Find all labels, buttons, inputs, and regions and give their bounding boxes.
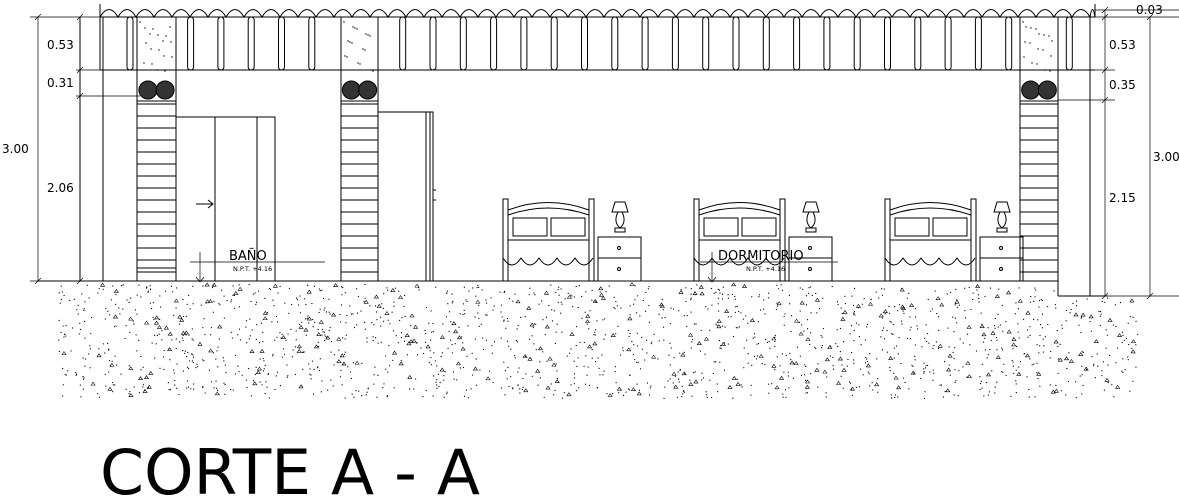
rafter xyxy=(793,16,801,71)
rafter xyxy=(308,16,316,71)
rafter xyxy=(278,16,285,71)
rafter xyxy=(1005,16,1013,71)
lamp-icon xyxy=(993,201,1011,213)
bed-with-nightstand xyxy=(884,198,1024,282)
log-icon xyxy=(155,80,175,100)
rafter xyxy=(247,16,255,71)
rafter xyxy=(1065,16,1073,71)
rafter xyxy=(126,16,134,71)
rafter xyxy=(702,16,710,71)
rafter xyxy=(884,16,891,71)
lamp-icon xyxy=(611,201,629,213)
dormitory-door xyxy=(377,111,436,282)
left-outer-wall xyxy=(79,17,138,281)
log-icon xyxy=(1021,80,1041,100)
rafter xyxy=(459,16,467,71)
right-outer-wall xyxy=(1057,17,1108,297)
rafter xyxy=(671,16,679,71)
brick-piers xyxy=(136,17,1059,281)
dim-right-top: 0.53 xyxy=(1109,38,1136,52)
npt-dormitorio: N.P.T. +4.16 xyxy=(746,265,785,273)
rafter xyxy=(490,16,498,71)
rafter xyxy=(914,16,922,71)
bano-label-group: BAÑO N.P.T. +4.16 xyxy=(190,248,325,283)
ceiling-beam xyxy=(99,16,1095,71)
rafter xyxy=(611,16,619,71)
dim-left-top: 0.53 xyxy=(47,38,74,52)
rafter xyxy=(399,16,407,71)
room-label-bano: BAÑO xyxy=(229,248,267,264)
log-icon xyxy=(1037,80,1057,100)
rafter xyxy=(581,16,588,71)
dormitorio-label-group: DORMITORIO N.P.T. +4.16 xyxy=(700,249,838,283)
rafter xyxy=(732,16,740,71)
left-dimensions: 3.00 0.53 0.31 2.06 xyxy=(2,13,140,285)
npt-bano: N.P.T. +4.16 xyxy=(233,265,272,273)
dim-left-middle: 0.31 xyxy=(47,76,74,90)
lamp-icon xyxy=(802,201,820,213)
soil-hatch xyxy=(58,282,1139,400)
bed-with-nightstand xyxy=(502,198,642,282)
rafter xyxy=(429,16,437,71)
drawing-title: CORTE A - A xyxy=(100,436,480,501)
dim-right-roof: 0.03 xyxy=(1136,3,1163,17)
bed-with-nightstand xyxy=(693,198,833,282)
dim-right-middle: 0.35 xyxy=(1109,78,1136,92)
room-label-dormitorio: DORMITORIO xyxy=(718,249,804,264)
roof-tiles xyxy=(99,4,1096,19)
rafter xyxy=(853,16,861,71)
rafter xyxy=(550,16,558,71)
rafter xyxy=(974,16,982,71)
log-icon xyxy=(138,80,158,100)
right-dimensions: 0.03 0.53 0.35 2.15 3.00 xyxy=(1058,3,1179,300)
rafter xyxy=(762,16,770,71)
dim-right-overall: 3.00 xyxy=(1153,150,1179,164)
dim-left-overall: 3.00 xyxy=(2,142,29,156)
rafter xyxy=(217,16,225,71)
rafter xyxy=(944,16,952,71)
rafter xyxy=(823,16,831,71)
rafter xyxy=(641,16,649,71)
log-icon xyxy=(341,80,361,100)
rafter xyxy=(187,16,195,71)
dim-right-bottom: 2.15 xyxy=(1109,191,1136,205)
dim-left-bottom: 2.06 xyxy=(47,181,74,195)
rafter xyxy=(520,16,528,71)
log-icon xyxy=(358,80,378,100)
